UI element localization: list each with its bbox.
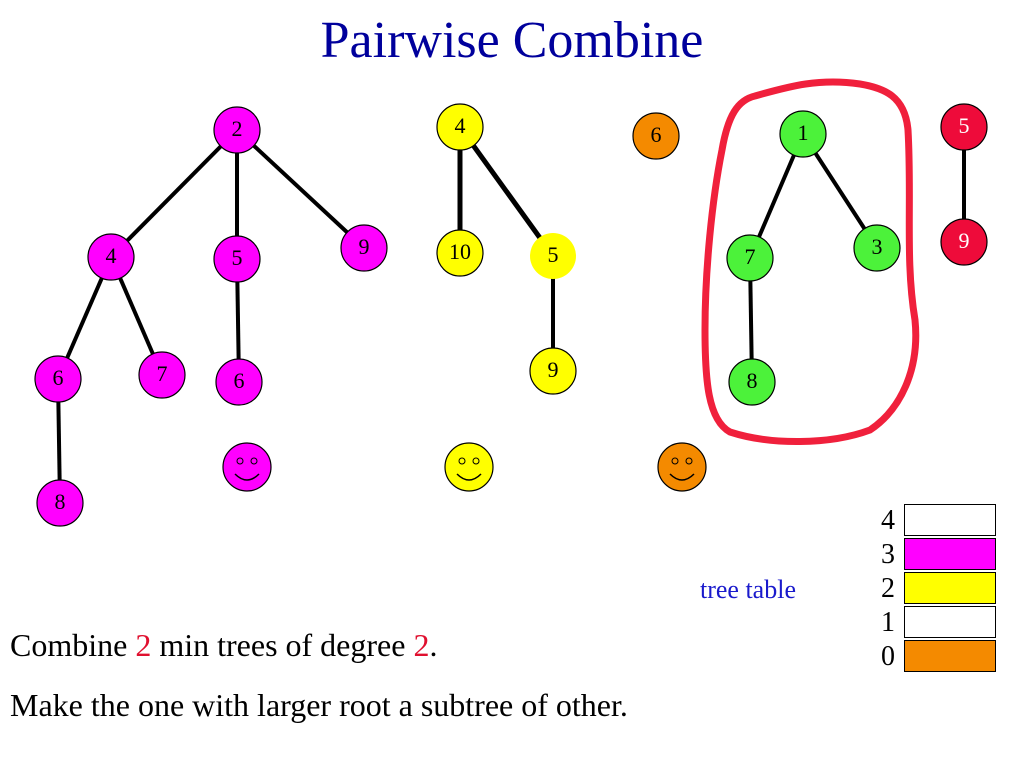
node-label: 7 <box>157 361 168 386</box>
node-circle <box>213 235 261 283</box>
node-label: 10 <box>449 239 471 264</box>
node-label: 4 <box>455 113 466 138</box>
caption-text: Combine <box>10 627 136 663</box>
tree-table-cell <box>904 504 996 536</box>
tree-node: 1 <box>779 110 827 158</box>
node-circle <box>853 224 901 272</box>
tree-table-index: 3 <box>881 539 895 570</box>
tree-edge <box>457 125 556 258</box>
node-label: 9 <box>959 228 970 253</box>
tree-node: 5 <box>940 103 988 151</box>
highlight-circle <box>701 78 920 445</box>
tree-table-index: 4 <box>881 505 895 536</box>
tree-table-row-4: 4 <box>876 504 1000 538</box>
caption-line-1: Combine 2 min trees of degree 2. <box>10 627 437 664</box>
caption-text: min trees of degree <box>151 627 414 663</box>
tree-table-row-0: 0 <box>876 640 1000 674</box>
node-label: 2 <box>232 116 243 141</box>
tree-edge <box>235 128 366 250</box>
node-label: 9 <box>359 234 370 259</box>
tree-table-cell <box>904 640 996 672</box>
node-label: 4 <box>106 243 117 268</box>
node-circle <box>530 233 576 279</box>
slide-title: Pairwise Combine <box>320 12 704 69</box>
tree-node: 5 <box>530 233 576 279</box>
tree-node: 9 <box>340 224 388 272</box>
node-circle <box>215 358 263 406</box>
tree-node: 8 <box>36 479 84 527</box>
node-label: 9 <box>548 357 559 382</box>
node-circle <box>87 233 135 281</box>
tree-node: 4 <box>436 103 484 151</box>
tree-table-index: 0 <box>881 641 895 672</box>
tree-edge <box>109 128 239 259</box>
tree-node: 9 <box>940 218 988 266</box>
tree-node: 4 <box>87 233 135 281</box>
node-label: 7 <box>745 244 756 269</box>
smiley-icon <box>657 442 707 492</box>
tree-table-row-2: 2 <box>876 572 1000 606</box>
node-circle <box>36 479 84 527</box>
tree-table-index: 2 <box>881 573 895 604</box>
tree-table-cell <box>904 606 996 638</box>
caption-text: . <box>429 627 438 663</box>
tree-table-label: tree table <box>700 575 796 604</box>
smiley-icon <box>222 442 272 492</box>
node-circle <box>436 229 484 277</box>
node-label: 8 <box>55 489 66 514</box>
tree-node: 7 <box>138 351 186 399</box>
node-circle <box>940 218 988 266</box>
node-label: 1 <box>798 120 809 145</box>
node-label: 8 <box>747 368 758 393</box>
tree-table-cell <box>904 572 996 604</box>
tree-node: 5 <box>213 235 261 283</box>
node-circle <box>779 110 827 158</box>
node-label: 3 <box>872 234 883 259</box>
node-circle <box>340 224 388 272</box>
tree-node: 6 <box>215 358 263 406</box>
node-circle <box>436 103 484 151</box>
tree-node: 6 <box>34 355 82 403</box>
node-label: 6 <box>651 122 662 147</box>
node-circle <box>726 234 774 282</box>
node-label: 6 <box>53 365 64 390</box>
tree-table-cell <box>904 538 996 570</box>
node-circle <box>34 355 82 403</box>
tree-node: 8 <box>728 358 776 406</box>
tree-table-row-3: 3 <box>876 538 1000 572</box>
tree-node: 7 <box>726 234 774 282</box>
node-circle <box>632 112 680 160</box>
tree-node: 3 <box>853 224 901 272</box>
tree-node: 2 <box>213 106 261 154</box>
caption-number: 2 <box>135 627 152 663</box>
node-circle <box>940 103 988 151</box>
tree-node: 10 <box>436 229 484 277</box>
node-circle <box>529 347 577 395</box>
tree-node: 9 <box>529 347 577 395</box>
node-label: 5 <box>959 113 970 138</box>
caption-number: 2 <box>413 627 430 663</box>
node-circle <box>213 106 261 154</box>
tree-table-row-1: 1 <box>876 606 1000 640</box>
caption-line-2: Make the one with larger root a subtree … <box>10 687 628 723</box>
smiley-icon <box>444 442 494 492</box>
node-label: 5 <box>232 245 243 270</box>
tree-node: 6 <box>632 112 680 160</box>
tree-table-index: 1 <box>881 607 895 638</box>
node-label: 6 <box>234 368 245 393</box>
node-label: 5 <box>548 242 559 267</box>
node-circle <box>138 351 186 399</box>
node-circle <box>728 358 776 406</box>
